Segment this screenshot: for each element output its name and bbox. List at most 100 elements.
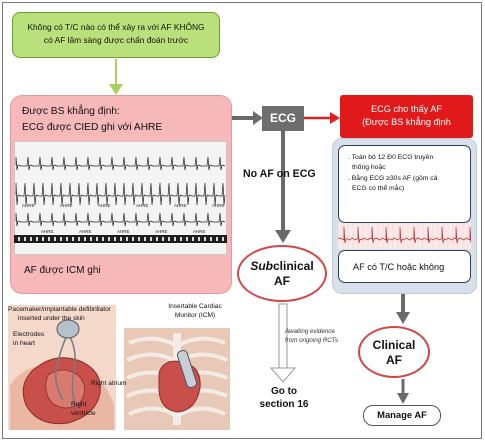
electrodes-label: Electrodes in heart [13,331,53,348]
ahre-label: AHRE [22,203,35,208]
ecg-marker-tick [204,237,206,241]
icm-device [176,349,198,389]
ecg-box: ECG [262,106,304,131]
ahre-label: AHRE [117,229,130,234]
ecg-marker-bar [14,235,227,243]
af-ecg-waveform [337,226,473,244]
awaiting-line-2: from ongoing RCTs [285,337,339,345]
ecg-marker-tick [60,237,62,241]
ecg-marker-tick [72,237,74,241]
cied-panel-title: Được BS khẳng định: ECG được CIED ghi vớ… [22,104,222,135]
ecg-marker-tick [144,237,146,241]
ecg-marker-tick [132,237,134,241]
ecg-marker-tick [114,237,116,241]
heart-pacemaker-drawing [8,305,116,430]
ecg-marker-tick [24,237,26,241]
icm-label-line-2: Monitor (ICM) [174,311,216,319]
ahre-label: AHRE [98,203,111,208]
right-ventricle-label: Right ventricle [71,401,107,418]
electrodes-line-1: Electrodes [13,331,45,338]
ecg-marker-tick [186,237,188,241]
ecg-marker-tick [180,237,182,241]
pacemaker-label-line-1: Pacemaker/implantable defibrillator [8,306,111,313]
awaiting-line-1: Awaiting evidence [285,328,335,335]
ecg-af-line-2: (Được BS khẳng định [362,117,451,127]
ecg-marker-tick [36,237,38,241]
ecg-marker-tick [138,237,140,241]
icm-af-label: AF được ICM ghi [24,265,101,276]
clinical-af: AF [386,353,402,367]
ecg-marker-tick [198,237,200,241]
gray-arrow-to-ecg-head [253,111,263,125]
ecg-af-line-1: ECG cho thấy AF [371,104,442,114]
pacemaker-label-line-2: inserted under the skin [18,314,85,322]
gray-arrow-to-clinical-head [396,312,410,324]
criteria-line-3: . Bằng ECG ≥30s AF (gồm cả [348,174,438,182]
lead-wire-2 [67,332,77,410]
subclinical-word: clinical [272,259,314,273]
ahre-label: AHRE [193,229,206,234]
hollow-arrow-head [269,367,297,383]
ecg-marker-tick [192,237,194,241]
af-ecg-trace [337,223,473,249]
pacemaker-label: Pacemaker/implantable defibrillator inse… [8,306,134,323]
gray-arrow-to-manage-head [397,393,409,404]
gray-arrow-down-head [275,230,291,243]
precondition-line-2: có AF lâm sàng được chẩn đoán trước [43,35,189,45]
ecg-marker-tick [96,237,98,241]
icm-label: Insertable Cardiac Monitor (ICM) [158,303,232,320]
clinical-word: Clinical [372,338,416,352]
symptomatic-af-label: AF có T/C hoặc không [338,250,471,283]
icm-label-line-1: Insertable Cardiac [168,303,222,310]
ecg-marker-tick [120,237,122,241]
ecg-traces [15,156,226,227]
diagram-frame [2,2,482,439]
ecg-marker-tick [102,237,104,241]
no-af-label: No AF on ECG [243,168,316,180]
precondition-line-1: Không có T/C nào có thể xảy ra với AF KH… [27,22,205,32]
precondition-box: Không có T/C nào có thể xảy ra với AF KH… [12,12,220,58]
cied-title-line-1: Được BS khẳng định: [22,106,120,117]
ecg-marker-tick [66,237,68,241]
subclinical-af-node: Subclinical AF [237,245,327,302]
ecg-marker-tick [18,237,20,241]
criteria-line-2: thống hoặc [352,164,386,172]
ribcage-icm-drawing [124,328,230,430]
clinical-af-node: Clinical AF [358,326,430,378]
ecg-marker-tick [90,237,92,241]
ecg-marker-tick [210,237,212,241]
ecg-af-confirmed-box: ECG cho thấy AF (Được BS khẳng định [340,95,473,138]
green-arrow-head [109,84,123,95]
goto-line-1: Go to [270,386,298,397]
ahre-label: AHRE [155,229,168,234]
red-arrow-head [330,112,340,124]
ahre-label: AHRE [136,203,149,208]
ecg-marker-tick [48,237,50,241]
manage-af-box: Manage AF [363,405,441,426]
af-ecg-strip [337,223,473,249]
ecg-ahre-labels: AHRE AHRE AHRE AHRE AHRE AHRE AHRE AHRE AHRE AHRE… [22,203,225,234]
electrodes-line-2: in heart [13,339,35,347]
go-to-section-label: Go to section 16 [254,385,314,411]
ecg-trace-row [15,182,226,206]
ahre-label: AHRE [79,229,92,234]
ahre-label: AHRE [212,203,225,208]
ecg-marker-tick [126,237,128,241]
ecg-criteria-note: . Toàn bộ 12 Đ0 ECG truyền thống hoặc . … [338,145,471,223]
af-ecg-grid [337,223,469,249]
awaiting-evidence-note: Awaiting evidence from ongoing RCTs [285,327,347,346]
ecg-marker-tick [30,237,32,241]
ahre-label: AHRE [41,229,54,234]
ventricle-line-1: Right [71,401,87,408]
cied-ecg-trace: AHRE AHRE AHRE AHRE AHRE AHRE AHRE AHRE AHRE AHRE… [14,156,227,243]
ecg-marker-tick [42,237,44,241]
ahre-label: AHRE [60,203,73,208]
ecg-marker-tick [108,237,110,241]
ecg-marker-tick [216,237,218,241]
lead-wire-1 [54,332,69,401]
ecg-trace-row [15,156,226,171]
ecg-marker-tick [174,237,176,241]
ecg-marker-tick [78,237,80,241]
criteria-line-4: ECG có thể mắc) [352,185,405,193]
